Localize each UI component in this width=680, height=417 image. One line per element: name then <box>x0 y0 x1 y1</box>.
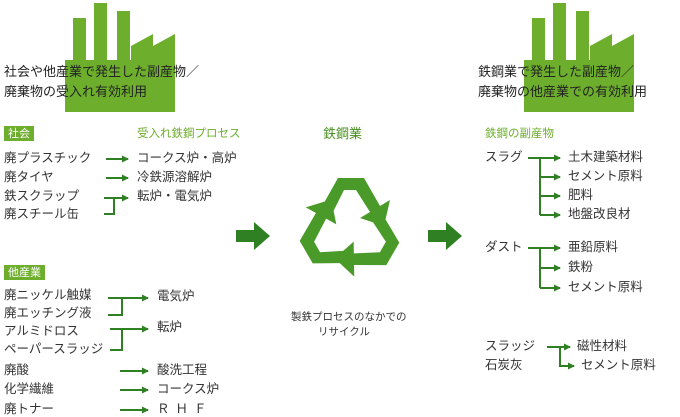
bracket-scrap-can <box>104 197 115 215</box>
sludge-label: スラッジ <box>485 338 536 353</box>
other-industry-badge: 他産業 <box>4 265 45 280</box>
byproduct-header: 鉄鋼の副産物 <box>485 126 554 140</box>
coal-ash-label: 石炭灰 <box>485 357 523 372</box>
society-source: 廃プラスチック <box>4 150 92 165</box>
industry-destination: コークス炉 <box>157 381 220 396</box>
industry-destination: ＲＨＦ <box>157 401 213 416</box>
right-title-line2: 廃棄物の他産業での有効利用 <box>478 85 648 100</box>
industry-source: ペーパースラッジ <box>4 341 104 356</box>
industry-source: 化学繊維 <box>4 381 55 396</box>
flow-arrow-right <box>428 222 462 250</box>
coal-ash-use: セメント原料 <box>581 357 656 372</box>
slag-use: 土木建築材料 <box>568 149 644 164</box>
society-source: 廃タイヤ <box>4 169 54 184</box>
center-caption-line2: リサイクル <box>318 326 370 338</box>
slag-connectors <box>528 154 561 219</box>
bracket-nickel-etching <box>108 297 123 316</box>
dust-connectors <box>528 244 561 292</box>
left-title-line2: 廃棄物の受入れ有効利用 <box>4 85 148 100</box>
society-source: 廃スチール缶 <box>4 206 80 221</box>
factory-icon <box>65 3 175 112</box>
slag-use: 地盤改良材 <box>568 206 631 221</box>
recycle-icon <box>299 178 400 277</box>
right-title-line1: 鉄鋼業で発生した副産物／ <box>478 65 635 80</box>
industry-connectors <box>108 294 149 414</box>
center-title: 鉄鋼業 <box>323 127 363 142</box>
industry-destination: 転炉 <box>157 319 183 334</box>
process-header: 受入れ鉄鋼プロセス <box>137 126 241 140</box>
society-destination: 転炉・電気炉 <box>137 188 213 203</box>
industry-source: アルミドロス <box>4 323 79 338</box>
dust-use: 鉄粉 <box>568 259 594 274</box>
society-destination: コークス炉・高炉 <box>137 150 237 165</box>
industry-source: 廃トナー <box>4 401 55 416</box>
industry-source: 廃酸 <box>4 362 30 377</box>
dust-label: ダスト <box>485 239 523 254</box>
bracket-dross-sludge <box>110 328 123 351</box>
slag-use: 肥料 <box>568 187 594 202</box>
left-title-line1: 社会や他産業で発生した副産物／ <box>4 65 200 80</box>
industry-source: 廃エッチング液 <box>4 305 92 320</box>
slag-label: スラグ <box>485 149 523 164</box>
society-badge: 社会 <box>4 126 34 141</box>
industry-destination: 酸洗工程 <box>157 362 208 377</box>
factory-icon <box>524 3 634 112</box>
industry-destination: 電気炉 <box>157 288 195 303</box>
sludge-use: 磁性材料 <box>577 338 628 353</box>
dust-use: セメント原料 <box>568 279 643 294</box>
slag-use: セメント原料 <box>568 168 643 183</box>
flow-arrows <box>236 222 462 250</box>
society-connectors <box>104 155 129 215</box>
dust-use: 亜鉛原料 <box>568 239 619 254</box>
society-source: 鉄スクラップ <box>4 188 80 203</box>
society-destination: 冷鉄源溶解炉 <box>137 169 213 184</box>
center-caption-line1: 製鉄プロセスのなかでの <box>291 311 407 323</box>
sludge-ash-connectors <box>547 343 575 370</box>
flow-arrow-left <box>236 222 270 250</box>
industry-source: 廃ニッケル触媒 <box>4 287 92 302</box>
